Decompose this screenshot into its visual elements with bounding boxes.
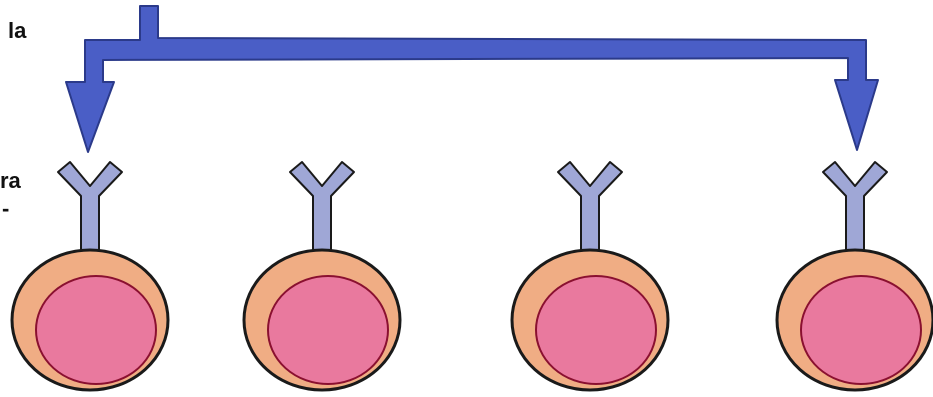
cell-1 [12,162,168,390]
arrow-shape [66,6,878,152]
cell-2 [244,162,400,390]
label-middle: ra [0,170,21,192]
receptor-icon [823,162,887,250]
cell-nucleus [536,276,656,384]
branching-arrow [66,6,878,152]
label-bottom: - [2,198,9,220]
cell-4 [777,162,933,390]
label-top: la [8,20,26,42]
receptor-icon [558,162,622,250]
receptor-icon [290,162,354,250]
receptor-icon [58,162,122,250]
cell-nucleus [36,276,156,384]
cells-row [12,162,933,390]
cell-nucleus [268,276,388,384]
cell-3 [512,162,668,390]
cell-nucleus [801,276,921,384]
